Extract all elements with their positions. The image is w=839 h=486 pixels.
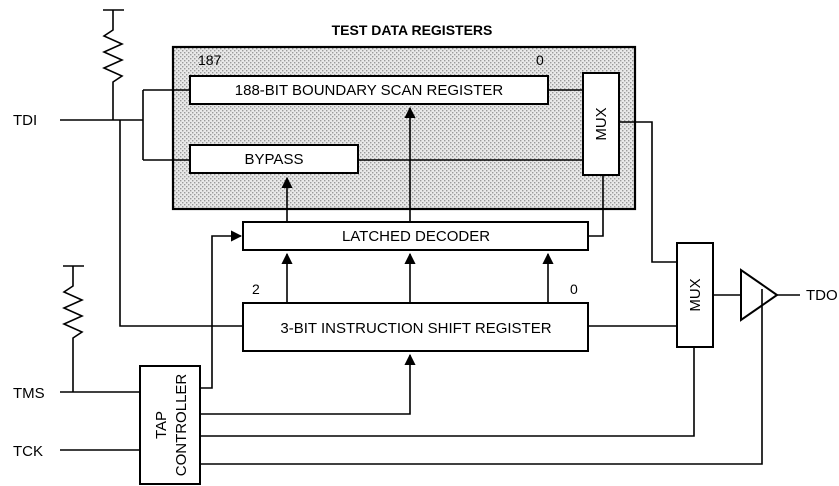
tdi-label: TDI — [13, 112, 37, 129]
wiring — [60, 89, 800, 465]
tms-label: TMS — [13, 385, 45, 402]
instruction-register-lsb-label: 0 — [570, 281, 578, 297]
tck-label: TCK — [13, 443, 43, 460]
tap-controller — [139, 365, 201, 485]
bypass-register-label: BYPASS — [245, 151, 304, 168]
tap-controller-label-line1: TAP — [153, 411, 170, 439]
boundary-scan-register-label: 188-BIT BOUNDARY SCAN REGISTER — [235, 82, 504, 99]
boundary-scan-lsb-label: 0 — [536, 52, 544, 68]
mux-outer-label: MUX — [687, 278, 704, 311]
test-data-registers-region — [171, 45, 637, 211]
instruction-shift-register — [242, 302, 589, 352]
pullup-resistor-tms — [62, 265, 84, 392]
mux-inner-label: MUX — [593, 107, 610, 140]
mux-inner — [582, 72, 620, 176]
bypass-register — [189, 144, 359, 174]
instruction-shift-register-label: 3-BIT INSTRUCTION SHIFT REGISTER — [280, 320, 551, 337]
mux-outer — [676, 242, 714, 348]
tap-controller-label-line2: CONTROLLER — [173, 374, 190, 477]
pullup-resistor-tdi — [102, 9, 124, 120]
tdo-label: TDO — [806, 287, 838, 304]
instruction-register-msb-label: 2 — [252, 281, 260, 297]
latched-decoder-label: LATCHED DECODER — [342, 228, 490, 245]
boundary-scan-msb-label: 187 — [198, 52, 222, 68]
output-buffer — [740, 268, 779, 322]
test-data-registers-title: TEST DATA REGISTERS — [332, 22, 493, 38]
